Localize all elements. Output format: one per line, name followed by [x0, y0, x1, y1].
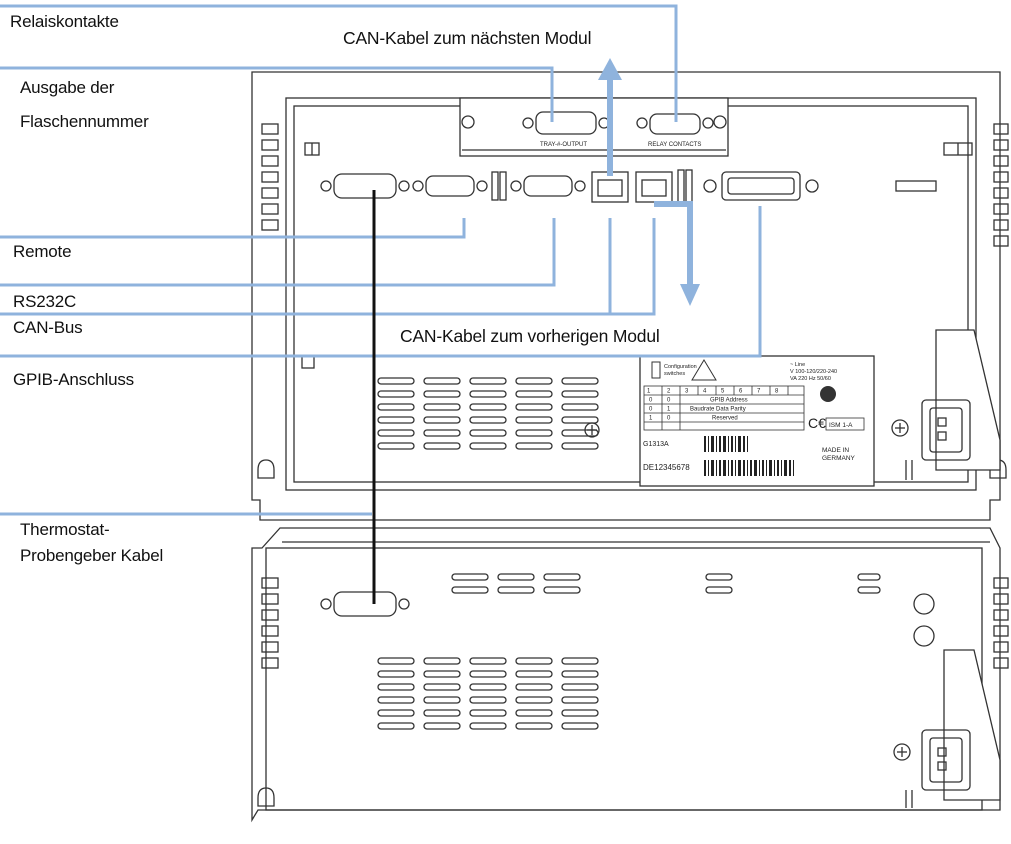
plate-model: G1313A [643, 441, 669, 448]
thermostat-cable-label-1: Thermostat- [20, 520, 110, 539]
plate-cell: Reserved [712, 416, 738, 422]
plate-cell: 1 [649, 416, 653, 422]
can-arrows [605, 67, 695, 303]
can-previous-label: CAN-Kabel zum vorherigen Modul [400, 326, 660, 346]
plate-header-cell: 2 [667, 389, 671, 395]
can-next-arrowhead [598, 58, 622, 80]
plate-header-cell: 6 [739, 389, 743, 395]
thermostat-cable-label-2: Probengeber Kabel [20, 546, 164, 565]
plate-iso: ISM 1-A [829, 422, 853, 429]
plate-warning-line-2: switches [664, 371, 685, 377]
plate-header-cell: 7 [757, 389, 761, 395]
can-previous-arrowhead [680, 284, 700, 306]
relay-contacts-label: Relaiskontakte [10, 12, 119, 31]
lower-module [251, 527, 1009, 823]
gpib-callout-line [0, 206, 762, 358]
relay-callout-line [0, 4, 678, 122]
plate-cell: 1 [667, 407, 671, 413]
bottle-output-label-1: Ausgabe der [20, 78, 115, 97]
plate-power-line-3: VA 220 Hz 50/60 [790, 376, 831, 382]
plate-warning-line-1: Configuration [664, 364, 697, 370]
can-next-label: CAN-Kabel zum nächsten Modul [343, 28, 592, 48]
rs232c-callout-line [0, 218, 556, 287]
right-vents-lower [993, 577, 1009, 669]
vent-grille-upper [377, 377, 599, 450]
plate-header-cell: 8 [775, 389, 779, 395]
plate-cell: 0 [667, 416, 671, 422]
remote-label: Remote [13, 242, 72, 261]
can-previous-arrow [654, 201, 695, 303]
left-vents-lower [261, 577, 279, 669]
plate-cell: 0 [667, 398, 671, 404]
plate-power-line-1: ~ Line [790, 362, 805, 368]
callout-lines [0, 4, 762, 516]
plate-cell: 0 [649, 407, 653, 413]
tray-output-panel-label: TRAY-#-OUTPUT [540, 142, 587, 148]
bottle-output-label-2: Flaschennummer [20, 112, 149, 131]
can-bus-label: CAN-Bus [13, 318, 83, 337]
rating-plate: Configuration switches ~ Line V 100-120/… [643, 359, 865, 476]
gpib-label: GPIB-Anschluss [13, 370, 134, 389]
plate-header-cell: 3 [685, 389, 689, 395]
plate-power-line-2: V 100-120/220-240 [790, 369, 837, 375]
remote-callout-line [0, 218, 466, 239]
vent-grille-lower [377, 657, 599, 730]
can-bus-callout-line-2 [610, 218, 656, 316]
bottle-output-callout-line [0, 66, 554, 122]
ce-mark: C€ [808, 415, 826, 431]
plate-cell: 0 [649, 398, 653, 404]
plate-cell: GPIB Address [710, 398, 748, 404]
right-vents-upper [993, 123, 1009, 247]
plate-made-in-1: MADE IN [822, 447, 849, 454]
barcode-1 [704, 436, 748, 452]
left-vents-upper [261, 123, 279, 231]
relay-contacts-panel-label: RELAY CONTACTS [648, 142, 701, 148]
rs232c-label: RS232C [13, 292, 77, 311]
plate-serial: DE12345678 [643, 463, 690, 472]
plate-cell: Baudrate Data Parity [690, 407, 746, 413]
plate-header-cell: 5 [721, 389, 725, 395]
plate-made-in-2: GERMANY [822, 455, 856, 462]
upper-module [251, 71, 1009, 521]
barcode-2 [704, 460, 794, 476]
plate-header-cell: 4 [703, 389, 707, 395]
plate-header-cell: 1 [647, 389, 651, 395]
